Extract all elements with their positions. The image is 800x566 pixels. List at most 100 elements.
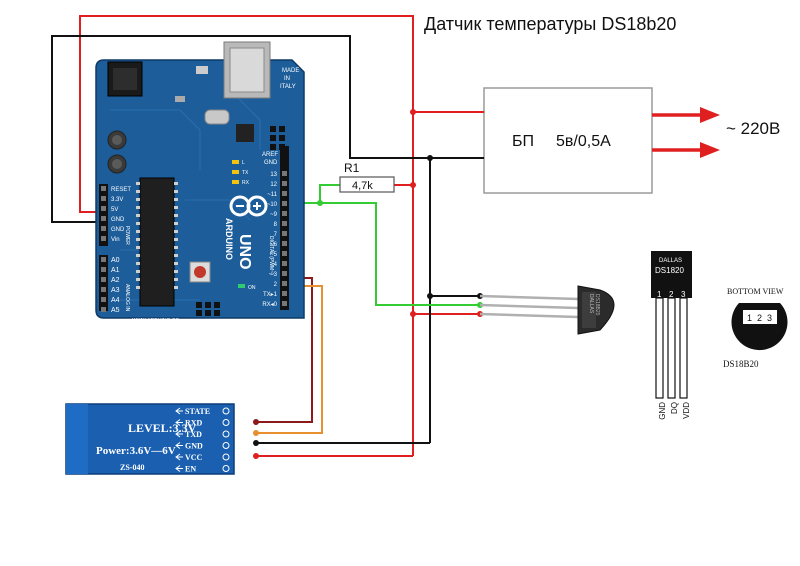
power-pin-label: 5V bbox=[111, 207, 118, 213]
pinout-pin-number-1: 1 bbox=[657, 290, 662, 299]
led-on-label: ON bbox=[248, 285, 256, 291]
header-pin-hole bbox=[101, 236, 106, 241]
digital-pin-label: ~9 bbox=[270, 212, 278, 218]
bt-pin-label: STATE bbox=[185, 407, 210, 416]
black-wires bbox=[51, 35, 484, 444]
atmega-pins bbox=[136, 182, 178, 289]
bt-pin-pad bbox=[222, 419, 230, 426]
made-in-line-1: MADE bbox=[282, 68, 299, 74]
bt-pin-arrow-icon bbox=[175, 453, 183, 461]
junction-dot bbox=[410, 182, 416, 188]
digital-pin-label: RX◂0 bbox=[262, 302, 277, 308]
pinout-pin-name-gnd: GND bbox=[658, 402, 667, 420]
bt-pin-pad bbox=[222, 465, 230, 472]
bt-pin-label: GND bbox=[185, 442, 203, 451]
bottom-view-pin-3: 3 bbox=[767, 313, 772, 323]
bt-pin-label: TXD bbox=[185, 430, 202, 439]
wire-5v-feed bbox=[79, 15, 484, 213]
wire-gnd-feed bbox=[51, 35, 484, 223]
pinout-pin-name-vdd: VDD bbox=[682, 402, 691, 419]
junction-dot bbox=[427, 155, 433, 161]
digital-pin-label: ~3 bbox=[270, 272, 278, 278]
arduino-model: UNO bbox=[236, 234, 253, 270]
analog-pin-label: A2 bbox=[111, 277, 120, 284]
sensor-lead bbox=[479, 303, 579, 310]
bt-pin-arrow-icon bbox=[175, 419, 183, 426]
header-pin-hole bbox=[282, 221, 287, 226]
reset-button-cap[interactable] bbox=[194, 266, 206, 278]
sensor-body-maker: DALLAS bbox=[588, 294, 594, 314]
header-pin-hole bbox=[282, 191, 287, 196]
smd-part bbox=[196, 66, 208, 74]
led-on bbox=[238, 284, 245, 288]
mains-voltage-label: ~ 220В bbox=[726, 119, 780, 138]
junction-dot bbox=[410, 311, 416, 317]
pinout-pin-number-2: 2 bbox=[669, 290, 674, 299]
arduino-website: WWW.ARDUINO.CC bbox=[132, 318, 179, 324]
pinout-legs bbox=[655, 297, 688, 399]
power-supply-spec: 5в/0,5A bbox=[556, 133, 611, 150]
wire-resistor-to-dq bbox=[319, 184, 340, 203]
resistor-r1: R1 4,7k bbox=[339, 161, 395, 193]
digital-header-label: DIGITAL (PWM~) bbox=[268, 236, 274, 275]
digital-pin-label: ~5 bbox=[270, 252, 278, 258]
bluetooth-model-label: ZS-040 bbox=[120, 463, 144, 472]
led-tx bbox=[232, 170, 239, 174]
led-l-label: L bbox=[242, 160, 245, 166]
header-pin-hole bbox=[282, 241, 287, 246]
resistor-value: 4,7k bbox=[352, 180, 373, 192]
junction-dot bbox=[253, 430, 259, 436]
header-pin-hole bbox=[282, 171, 287, 176]
bottom-view-pin-2: 2 bbox=[757, 313, 762, 323]
bluetooth-power-label: Power:3.6V—6V bbox=[96, 445, 176, 457]
led-tx-label: TX bbox=[242, 170, 249, 176]
sensor-face bbox=[582, 292, 596, 328]
analog-pin-label: A0 bbox=[111, 257, 120, 264]
analog-label: ANALOG IN bbox=[124, 284, 130, 312]
crystal bbox=[204, 109, 230, 125]
power-supply-box bbox=[483, 87, 653, 194]
diagram-title: Датчик температуры DS18b20 bbox=[424, 14, 676, 34]
junction-dots bbox=[253, 109, 483, 459]
sensor-bottom-view: BOTTOM VIEW 1 2 3 DS18B20 bbox=[723, 287, 788, 369]
smd-part bbox=[175, 96, 185, 102]
bottom-view-label: BOTTOM VIEW bbox=[727, 287, 784, 296]
led-rx bbox=[232, 180, 239, 184]
header-pin-hole bbox=[282, 211, 287, 216]
analog-pin-label: A5 bbox=[111, 307, 120, 314]
mains-arrow-head-2 bbox=[700, 142, 720, 158]
analog-pin-label: A1 bbox=[111, 267, 120, 274]
bluetooth-module: LEVEL:3.3V Power:3.6V—6V ZS-040 STATERXD… bbox=[65, 403, 235, 475]
ds18b20-sensor: DALLAS DS18B20 bbox=[479, 285, 615, 335]
power-supply: БП 5в/0,5A ~ 220В bbox=[483, 87, 780, 194]
header-pin-hole bbox=[101, 186, 106, 191]
green-wires bbox=[288, 184, 480, 306]
junction-dot bbox=[317, 200, 323, 206]
bt-pin-pad bbox=[222, 407, 230, 415]
pinout-maker: DALLAS bbox=[659, 258, 682, 264]
arduino-logo bbox=[229, 195, 268, 217]
header-pin-hole bbox=[282, 281, 287, 286]
header-pin-hole bbox=[101, 307, 106, 312]
digital-header bbox=[280, 146, 289, 310]
bottom-view-part: DS18B20 bbox=[723, 359, 759, 369]
bt-pin-label: RXD bbox=[185, 419, 203, 428]
junction-dot bbox=[410, 109, 416, 115]
analog-pin-label: A3 bbox=[111, 287, 120, 294]
pinout-pin-name-dq: DQ bbox=[670, 402, 679, 414]
header-pin-hole bbox=[282, 201, 287, 206]
arduino-board: L TX RX ON MADE IN ITALY ARDUINO UNO DIG… bbox=[95, 41, 305, 324]
pinout-pin-number-3: 3 bbox=[681, 290, 686, 299]
analog-pin-label: A4 bbox=[111, 297, 120, 304]
arduino-brand: ARDUINO bbox=[224, 218, 234, 260]
capacitor-top bbox=[112, 159, 122, 169]
junction-dot bbox=[253, 440, 259, 446]
header-pin-hole bbox=[282, 271, 287, 276]
header-pin-hole bbox=[282, 261, 287, 266]
